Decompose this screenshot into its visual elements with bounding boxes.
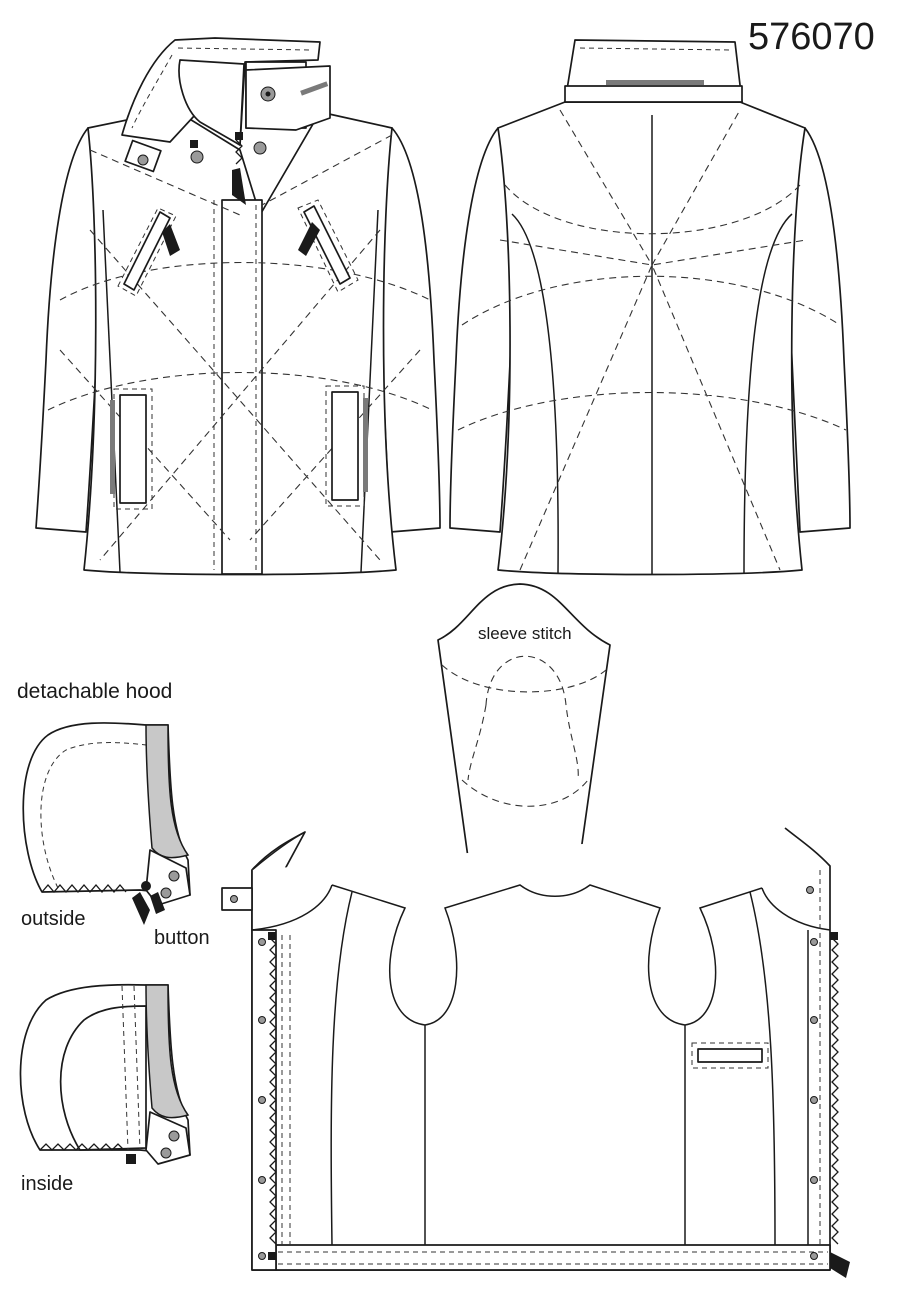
chest-pocket-right-puller bbox=[298, 222, 320, 256]
outside-label: outside bbox=[21, 908, 86, 930]
back-collar-bar bbox=[606, 80, 704, 85]
button-pointer bbox=[132, 892, 165, 925]
chest-pocket-left-puller bbox=[162, 224, 180, 256]
lower-pocket-right-bar bbox=[363, 398, 368, 492]
back-princess-seam-left bbox=[511, 213, 559, 575]
collar-stitch bbox=[131, 47, 313, 129]
front-side-seam-left bbox=[102, 209, 121, 573]
jacket-back-view bbox=[449, 39, 851, 576]
front-button-2 bbox=[253, 141, 267, 155]
lining-left-panel bbox=[331, 884, 763, 1026]
front-zip-teeth bbox=[235, 139, 243, 165]
front-button-1 bbox=[190, 150, 204, 164]
hood-button bbox=[141, 881, 151, 891]
right-zip-puller bbox=[830, 1252, 850, 1278]
sleeve-pattern bbox=[437, 583, 611, 873]
collar-strap bbox=[245, 65, 331, 131]
hood-outside-teeth bbox=[41, 884, 127, 893]
opened-body-lining bbox=[221, 827, 850, 1278]
back-quilt-curves bbox=[457, 109, 847, 571]
tab-button-left bbox=[137, 154, 149, 166]
hood-inside-teeth bbox=[39, 1143, 125, 1151]
hood-outside-grey-band bbox=[145, 724, 190, 859]
front-side-seam-right bbox=[360, 209, 379, 573]
left-shoulder-seam bbox=[251, 831, 306, 871]
sleeve-label: sleeve stitch bbox=[478, 624, 572, 643]
front-quilt-curves bbox=[47, 134, 433, 561]
lower-pocket-left bbox=[119, 394, 147, 504]
inside-label: inside bbox=[21, 1173, 74, 1195]
hood-inside-view bbox=[19, 983, 191, 1165]
lower-pocket-right bbox=[331, 391, 359, 501]
jacket-front-view bbox=[35, 37, 441, 576]
lining-seam-3 bbox=[330, 891, 353, 1246]
hood-inside-tab bbox=[145, 1111, 191, 1165]
zip-puller bbox=[232, 168, 246, 205]
back-princess-seam-right bbox=[743, 213, 793, 575]
inner-pocket bbox=[697, 1048, 763, 1063]
hood-inside-inner bbox=[59, 1005, 147, 1151]
back-collar-band bbox=[564, 85, 743, 103]
left-armhole-curve bbox=[251, 884, 333, 931]
collar-fold bbox=[178, 59, 245, 146]
chest-pocket-left bbox=[123, 211, 171, 291]
lower-pocket-left-bar bbox=[110, 400, 115, 494]
left-zip-teeth bbox=[269, 937, 277, 1245]
hood-title: detachable hood bbox=[17, 680, 173, 703]
style-number: 576070 bbox=[748, 16, 875, 58]
lining-seam-4 bbox=[749, 891, 776, 1246]
right-armhole-curve bbox=[761, 887, 831, 931]
hem-band bbox=[275, 1244, 831, 1271]
sleeve-outline bbox=[437, 583, 611, 873]
collar-bar bbox=[300, 81, 329, 96]
hood-outside-view bbox=[22, 722, 191, 925]
hood-inside-grey-band bbox=[145, 984, 190, 1119]
button-label: button bbox=[154, 927, 210, 949]
right-zip-teeth bbox=[831, 937, 839, 1245]
